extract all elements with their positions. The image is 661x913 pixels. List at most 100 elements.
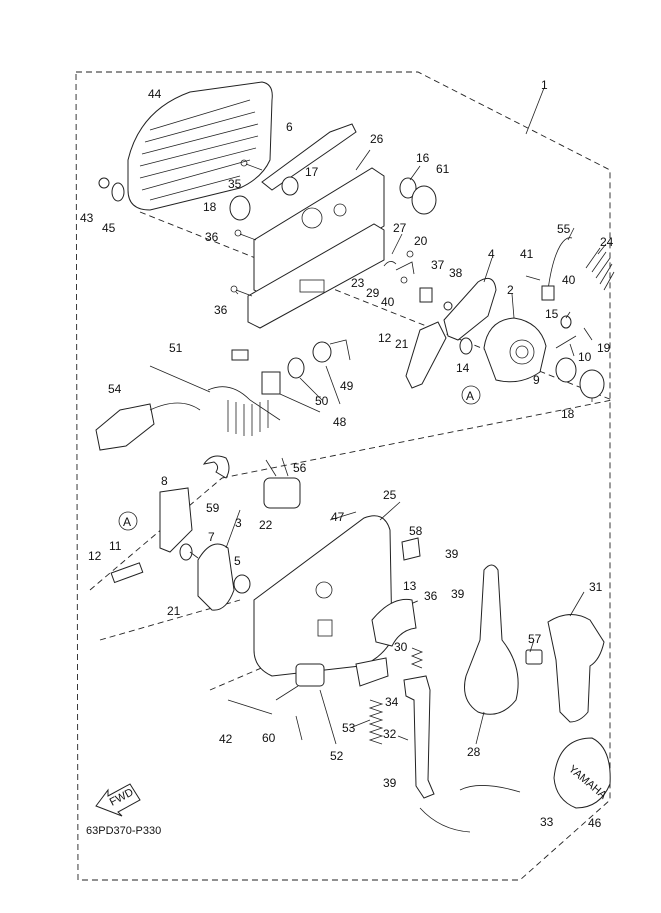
- callout-46: 46: [588, 816, 602, 830]
- callout-40a: 40: [562, 273, 576, 287]
- callout-43: 43: [80, 211, 94, 225]
- part-45-washer: [111, 182, 125, 202]
- callout-18a: 18: [203, 200, 217, 214]
- part-48-harness: [149, 349, 305, 436]
- reference-marker-a2: A: [118, 511, 138, 531]
- part-21-link: [405, 321, 447, 389]
- part-58-stop: [401, 537, 421, 561]
- callout-48: 48: [333, 415, 347, 429]
- callout-19: 19: [597, 341, 611, 355]
- part-54-connector: [95, 402, 201, 451]
- callout-35: 35: [228, 177, 242, 191]
- callout-50: 50: [315, 394, 329, 408]
- screws: [230, 159, 263, 297]
- part-44-cover: [127, 81, 273, 211]
- callout-47: 47: [331, 510, 345, 524]
- callout-25: 25: [383, 488, 397, 502]
- callout-7: 7: [208, 530, 215, 544]
- callout-60: 60: [262, 731, 276, 745]
- callout-11: 11: [109, 539, 122, 553]
- part-8-bracket: [159, 487, 193, 553]
- part-49-key: [312, 339, 351, 363]
- callout-55: 55: [557, 222, 571, 236]
- part-7-washer: [179, 543, 193, 561]
- callout-37: 37: [431, 258, 445, 272]
- callout-36b: 36: [214, 303, 228, 317]
- part-53-spring: [368, 699, 384, 745]
- assembly-outline: [75, 71, 611, 881]
- callout-labels: 1 2 3 4 5 6 7 8 9 10 11 12 12 13 14 15 1…: [80, 78, 614, 830]
- callout-33: 33: [540, 815, 554, 829]
- callout-12b: 12: [88, 549, 102, 563]
- group-line-mid: [221, 399, 613, 479]
- svg-text:A: A: [466, 389, 474, 403]
- callout-30: 30: [394, 640, 408, 654]
- part-43-nut: [98, 177, 110, 189]
- callout-58: 58: [409, 524, 423, 538]
- callout-20: 20: [414, 234, 428, 248]
- callout-32: 32: [383, 727, 397, 741]
- callout-53: 53: [342, 721, 356, 735]
- part-24-spring: [585, 247, 615, 291]
- callout-23: 23: [351, 276, 365, 290]
- part-4-bracket: [443, 277, 497, 341]
- part-59-clip: [202, 455, 230, 479]
- callout-16: 16: [416, 151, 430, 165]
- reference-marker-a1: A: [461, 385, 481, 405]
- callout-38: 38: [449, 266, 463, 280]
- callout-42: 42: [219, 732, 233, 746]
- callout-52: 52: [330, 749, 344, 763]
- callout-36a: 36: [205, 230, 219, 244]
- callout-12a: 12: [378, 331, 392, 345]
- callout-21b: 21: [167, 604, 181, 618]
- part-56-switch: [263, 457, 301, 509]
- drawing-code: 63PD370-P330: [86, 825, 161, 837]
- callout-24: 24: [600, 235, 614, 249]
- callout-49: 49: [340, 379, 354, 393]
- callout-61: 61: [436, 162, 450, 176]
- callout-54: 54: [108, 382, 122, 396]
- callout-4: 4: [488, 247, 495, 261]
- callout-45: 45: [102, 221, 116, 235]
- part-15-collar: [560, 315, 572, 329]
- part-9-washer: [555, 357, 577, 383]
- bottom-wires: [419, 785, 521, 833]
- part-11-pin: [110, 562, 144, 584]
- callout-39a: 39: [445, 547, 459, 561]
- callout-27: 27: [393, 221, 407, 235]
- callout-15: 15: [545, 307, 559, 321]
- part-32-rod: [403, 675, 435, 799]
- svg-text:A: A: [123, 515, 131, 529]
- part-2-disk: [483, 317, 547, 383]
- callout-5: 5: [234, 554, 241, 568]
- callout-10: 10: [578, 350, 592, 364]
- callout-8: 8: [161, 474, 168, 488]
- callout-56: 56: [293, 461, 307, 475]
- callout-6: 6: [286, 120, 293, 134]
- part-34-bracket: [355, 657, 389, 687]
- callout-39b: 39: [451, 587, 465, 601]
- callout-17: 17: [305, 165, 319, 179]
- callout-13: 13: [403, 579, 417, 593]
- group-line-left: [89, 477, 223, 591]
- callout-26: 26: [370, 132, 384, 146]
- part-16-washer: [399, 177, 417, 199]
- callout-18b: 18: [561, 407, 575, 421]
- callout-9: 9: [533, 373, 540, 387]
- callout-51: 51: [169, 341, 183, 355]
- callout-2: 2: [507, 283, 514, 297]
- part-31-handle: [547, 614, 605, 723]
- callout-34: 34: [385, 695, 399, 709]
- part-42-bolt: [227, 699, 273, 715]
- callout-44: 44: [148, 87, 162, 101]
- part-57-switch: [525, 649, 543, 665]
- small-parts: [383, 250, 415, 284]
- part-25-housing: [253, 511, 393, 677]
- part-5-washer: [233, 574, 251, 594]
- callout-41: 41: [520, 247, 534, 261]
- callout-3: 3: [235, 516, 242, 530]
- part-28-arm: [464, 564, 519, 715]
- part-60-screw: [295, 715, 303, 741]
- leader-lines: [189, 87, 607, 745]
- callout-57: 57: [528, 632, 542, 646]
